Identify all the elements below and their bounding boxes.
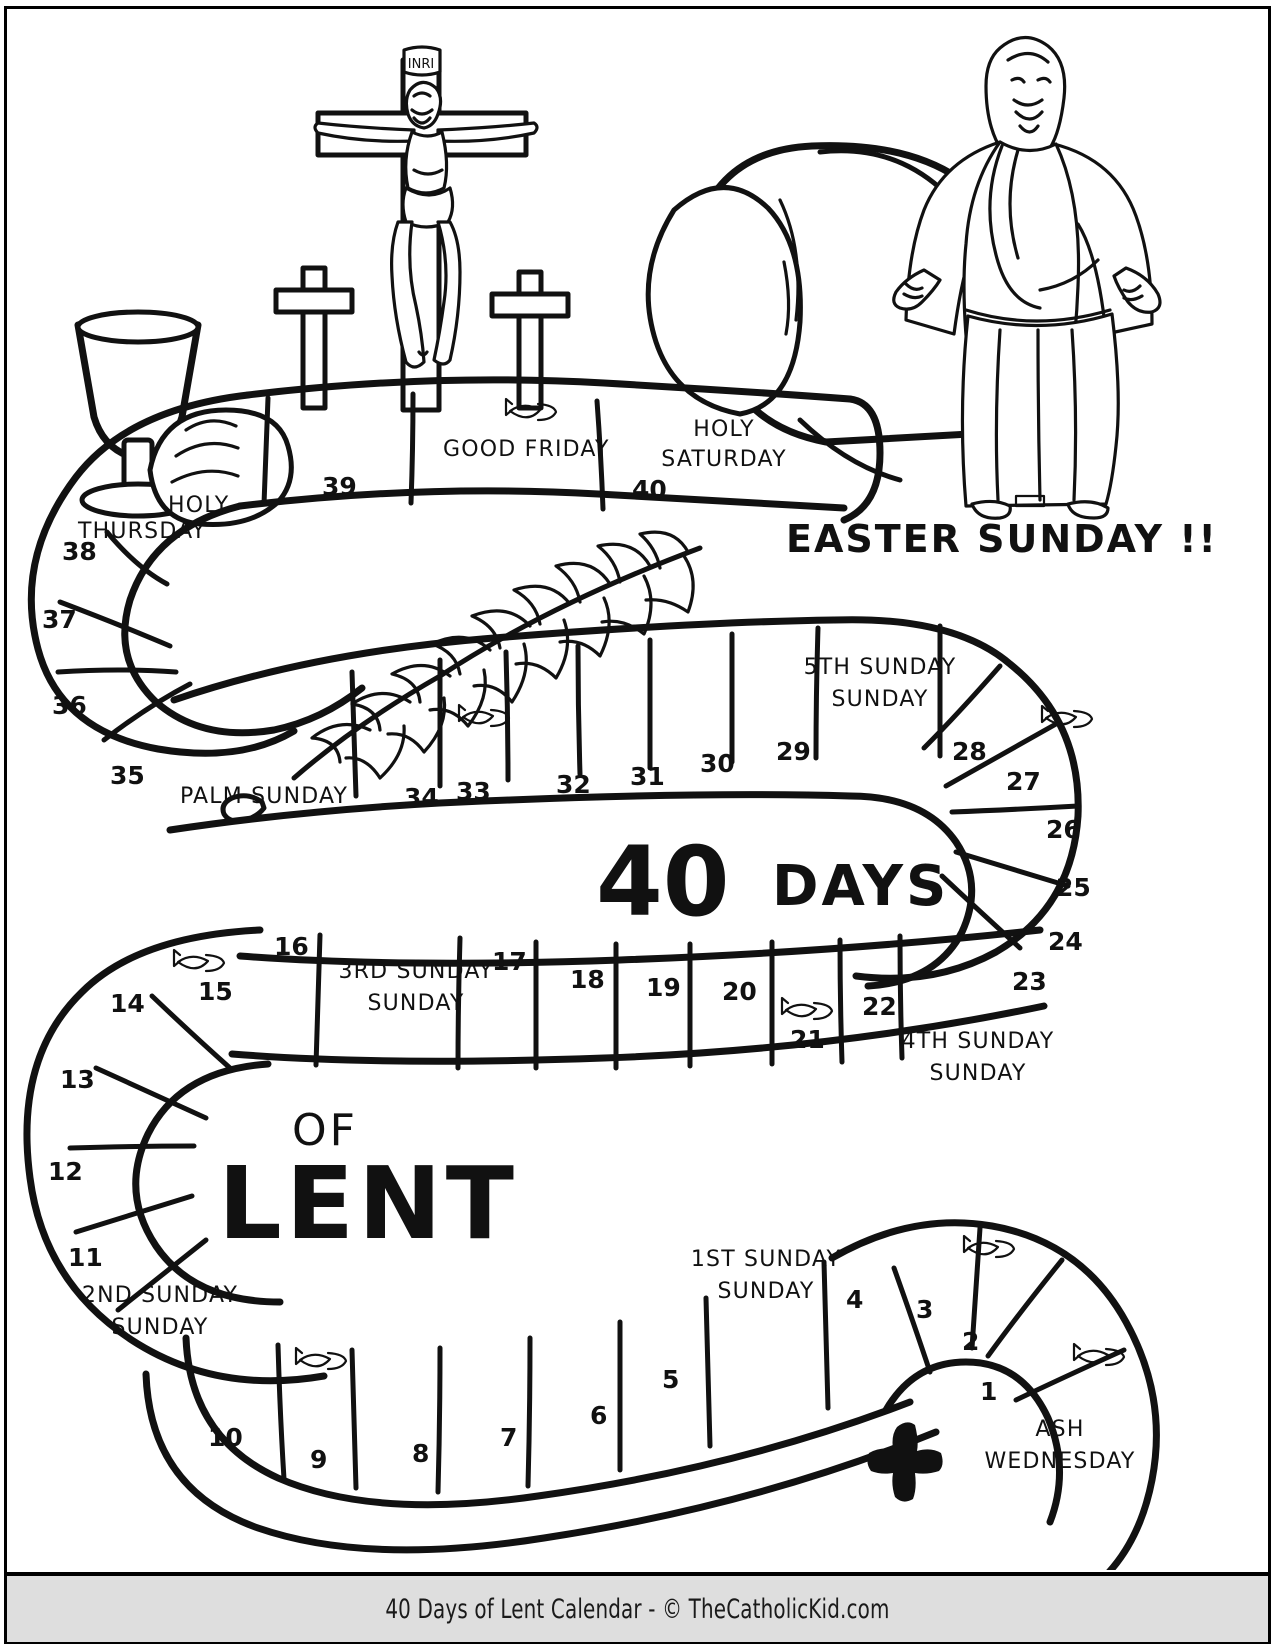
track-start-spiral: 4 3 2 1 ASH WEDNESDAY (828, 1219, 1160, 1570)
label-good-friday: GOOD FRIDAY (443, 437, 610, 462)
headline-of-lent: OF LENT (218, 1105, 518, 1262)
number-13: 13 (60, 1065, 95, 1094)
number-40: 40 (632, 475, 667, 504)
number-1: 1 (980, 1377, 997, 1406)
label-2nd-sunday-l1: 2ND SUNDAY (82, 1283, 238, 1308)
label-5th-sunday-l1: 5TH SUNDAY (804, 655, 957, 680)
number-5: 5 (662, 1365, 679, 1394)
number-25: 25 (1056, 873, 1091, 902)
fish-icon-3 (962, 1234, 1016, 1259)
number-11: 11 (68, 1243, 103, 1272)
board-svg: .ln{fill:none;stroke:#111;stroke-linecap… (23, 35, 1218, 1570)
label-1st-sunday-l1: 1ST SUNDAY (691, 1247, 841, 1272)
label-holy-thursday-l2: THURSDAY (77, 519, 206, 544)
number-8: 8 (412, 1439, 429, 1468)
fish-icon-9 (294, 1346, 348, 1371)
small-cross-left (273, 265, 355, 411)
chalice-icon (74, 309, 202, 519)
number-29: 29 (776, 737, 811, 766)
number-6: 6 (590, 1401, 607, 1430)
fish-icon-39 (504, 397, 558, 422)
number-17: 17 (492, 947, 527, 976)
number-27: 27 (1006, 767, 1041, 796)
label-3rd-sunday-l2: SUNDAY (367, 991, 464, 1016)
number-35: 35 (110, 761, 145, 790)
fish-icon-ash-wednesday (1072, 1342, 1126, 1367)
number-19: 19 (646, 973, 681, 1002)
number-33: 33 (456, 777, 491, 806)
number-30: 30 (700, 749, 735, 778)
fish-icon-21 (780, 996, 834, 1021)
number-37: 37 (42, 605, 77, 634)
track-bottom-row: 9 8 7 6 5 1ST SUNDAY SUNDAY (142, 1247, 940, 1554)
lent-board-illustration: .ln{fill:none;stroke:#111;stroke-linecap… (23, 35, 1218, 1570)
label-ash-wednesday-l1: ASH (1035, 1417, 1084, 1442)
number-38: 38 (62, 537, 97, 566)
fish-icon-27 (1040, 704, 1094, 729)
number-31: 31 (630, 762, 665, 791)
label-4th-sunday-l2: SUNDAY (929, 1061, 1026, 1086)
label-holy-thursday-l1: HOLY (168, 493, 229, 518)
number-2: 2 (962, 1327, 979, 1356)
number-28: 28 (952, 737, 987, 766)
number-36: 36 (52, 691, 87, 720)
number-4: 4 (846, 1285, 863, 1314)
track-third-row: 16 3RD SUNDAY SUNDAY 17 18 19 20 21 22 4… (172, 926, 1055, 1086)
number-12: 12 (48, 1157, 83, 1186)
page-footer: 40 Days of Lent Calendar - © TheCatholic… (7, 1572, 1268, 1644)
number-18: 18 (570, 965, 605, 994)
number-20: 20 (722, 977, 757, 1006)
label-3rd-sunday-l1: 3RD SUNDAY (338, 959, 493, 984)
number-26: 26 (1046, 815, 1081, 844)
label-easter-sunday: EASTER SUNDAY !! (786, 517, 1218, 561)
risen-jesus-icon (892, 35, 1162, 520)
number-3: 3 (916, 1295, 933, 1324)
inri-label: INRI (408, 57, 434, 72)
label-1st-sunday-l2: SUNDAY (717, 1279, 814, 1304)
track-left-curve-upper: 38 37 36 35 HOLY THURSDAY (27, 391, 366, 790)
number-7: 7 (500, 1423, 517, 1452)
number-24: 24 (1048, 927, 1083, 956)
fish-icon-15 (172, 948, 226, 973)
track-right-curve-upper: 28 27 26 25 24 23 SUNDAY (830, 616, 1094, 996)
number-39: 39 (322, 472, 357, 501)
crucifix-with-inri: INRI (313, 45, 539, 413)
label-4th-sunday-l1: 4TH SUNDAY (902, 1029, 1055, 1054)
number-21: 21 (790, 1025, 825, 1054)
label-2nd-sunday-l2: SUNDAY (111, 1315, 208, 1340)
headline-40: 40 (596, 826, 730, 938)
headline-of: OF (292, 1105, 358, 1156)
number-15: 15 (198, 977, 233, 1006)
label-holy-saturday-l1: HOLY (693, 417, 754, 442)
label-holy-saturday-l2: SATURDAY (661, 447, 786, 472)
number-23: 23 (1012, 967, 1047, 996)
footer-credit-text: 40 Days of Lent Calendar - © TheCatholic… (385, 1593, 890, 1625)
track-second-row: PALM SUNDAY 34 33 32 31 30 29 5TH SUNDAY (166, 616, 957, 834)
corpus-figure (313, 80, 539, 369)
number-9: 9 (310, 1445, 327, 1474)
start-cross-icon (867, 1422, 943, 1502)
label-ash-wednesday-l2: WEDNESDAY (984, 1449, 1135, 1474)
number-16: 16 (274, 932, 309, 961)
number-14: 14 (110, 989, 145, 1018)
number-32: 32 (556, 770, 591, 799)
fish-icon-33 (457, 703, 511, 728)
number-22: 22 (862, 992, 897, 1021)
headline-days: DAYS (772, 854, 949, 919)
track-top-row: GOOD FRIDAY 39 HOLY SATURDAY 40 (236, 376, 884, 524)
label-palm-sunday: PALM SUNDAY (180, 784, 348, 809)
headline-40-days: 40 DAYS (596, 826, 949, 938)
label-5th-sunday-l2: SUNDAY (831, 687, 928, 712)
headline-lent: LENT (218, 1145, 518, 1262)
number-34: 34 (404, 783, 439, 812)
small-cross-right (489, 269, 571, 411)
